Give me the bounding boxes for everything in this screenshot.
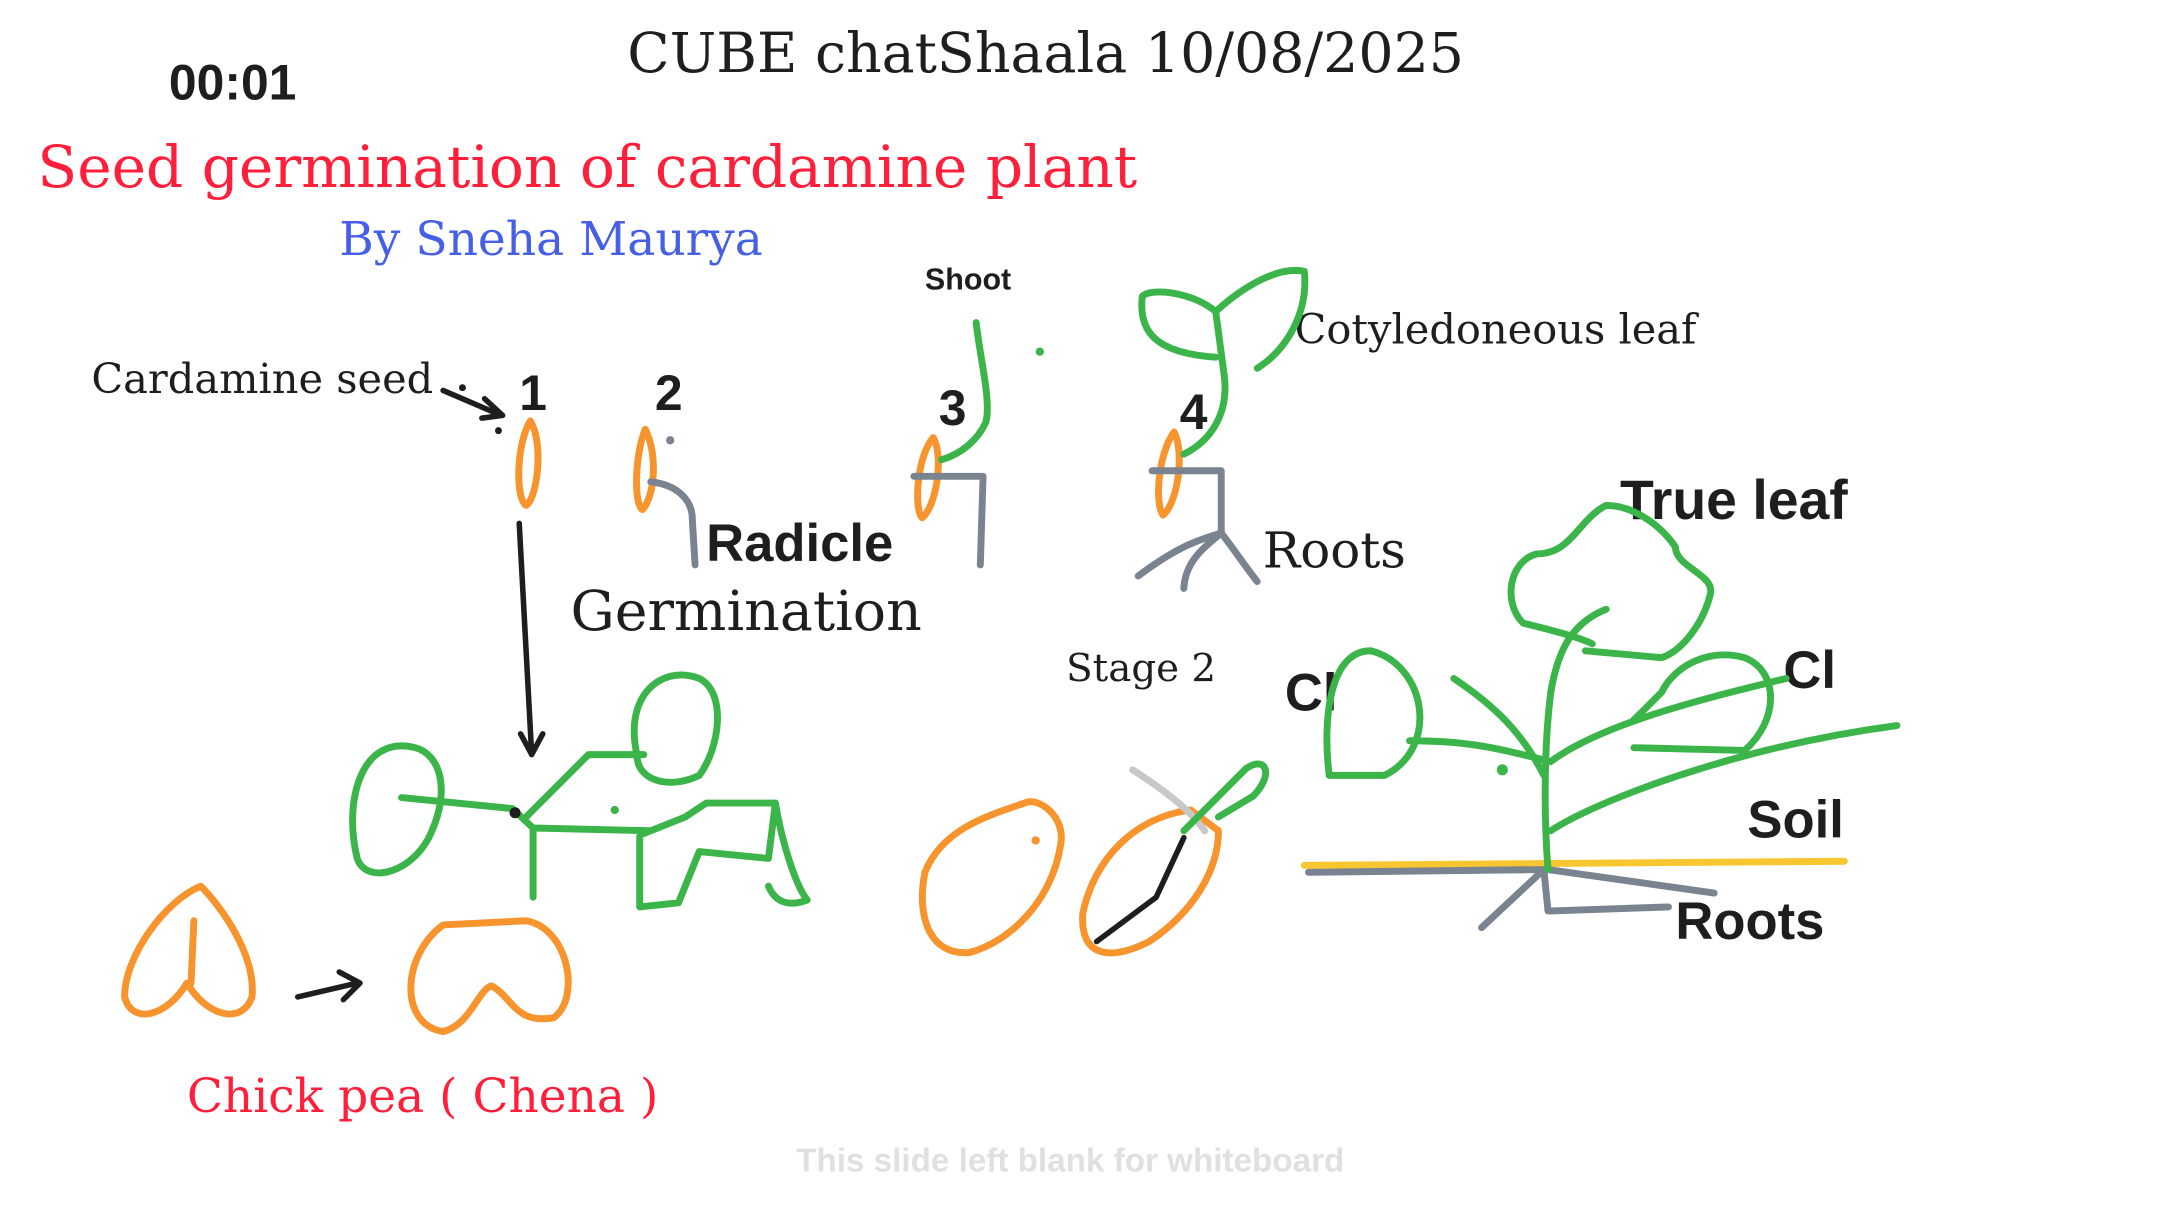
label-roots-lower: Roots <box>1675 892 1824 951</box>
footer-note: This slide left blank for whiteboard <box>796 1142 1344 1179</box>
label-cardamine-seed: Cardamine seed <box>91 354 433 403</box>
mature-plant-drawing <box>1300 501 1901 932</box>
label-cl-right: Cl <box>1783 641 1836 700</box>
slide-title: Seed germination of cardamine plant <box>37 133 1137 201</box>
label-stage-3: 3 <box>939 380 967 436</box>
label-true-leaf: True leaf <box>1620 469 1848 531</box>
label-stage-2-text: Stage 2 <box>1066 646 1216 691</box>
label-radicle: Radicle <box>706 514 893 573</box>
seedling-stage-4 <box>1134 266 1309 592</box>
chick-pea-drawing <box>121 882 572 1035</box>
label-stage-2: 2 <box>655 365 683 421</box>
timer: 00:01 <box>169 55 296 111</box>
seed-stage-2 <box>633 425 699 569</box>
label-soil: Soil <box>1747 791 1843 850</box>
label-chick-pea: Chick pea ( Chena ) <box>187 1069 658 1124</box>
plant-drawing-left <box>349 671 811 911</box>
label-stage-4: 4 <box>1180 384 1208 440</box>
label-cotyledoneous-leaf: Cotyledoneous leaf <box>1295 304 1699 353</box>
seedling-stage-3 <box>910 319 1044 569</box>
header-title: CUBE chatShaala 10/08/2025 <box>627 22 1464 86</box>
label-stage-1: 1 <box>519 365 547 421</box>
label-roots-upper: Roots <box>1263 522 1406 580</box>
seed-stage-1 <box>515 417 542 509</box>
stage-2-seeds <box>918 760 1270 957</box>
down-arrow <box>516 520 546 758</box>
label-germination: Germination <box>570 580 921 644</box>
label-shoot: Shoot <box>925 262 1011 296</box>
seed-arrow <box>440 384 506 435</box>
slide-author: By Sneha Maurya <box>339 212 763 267</box>
